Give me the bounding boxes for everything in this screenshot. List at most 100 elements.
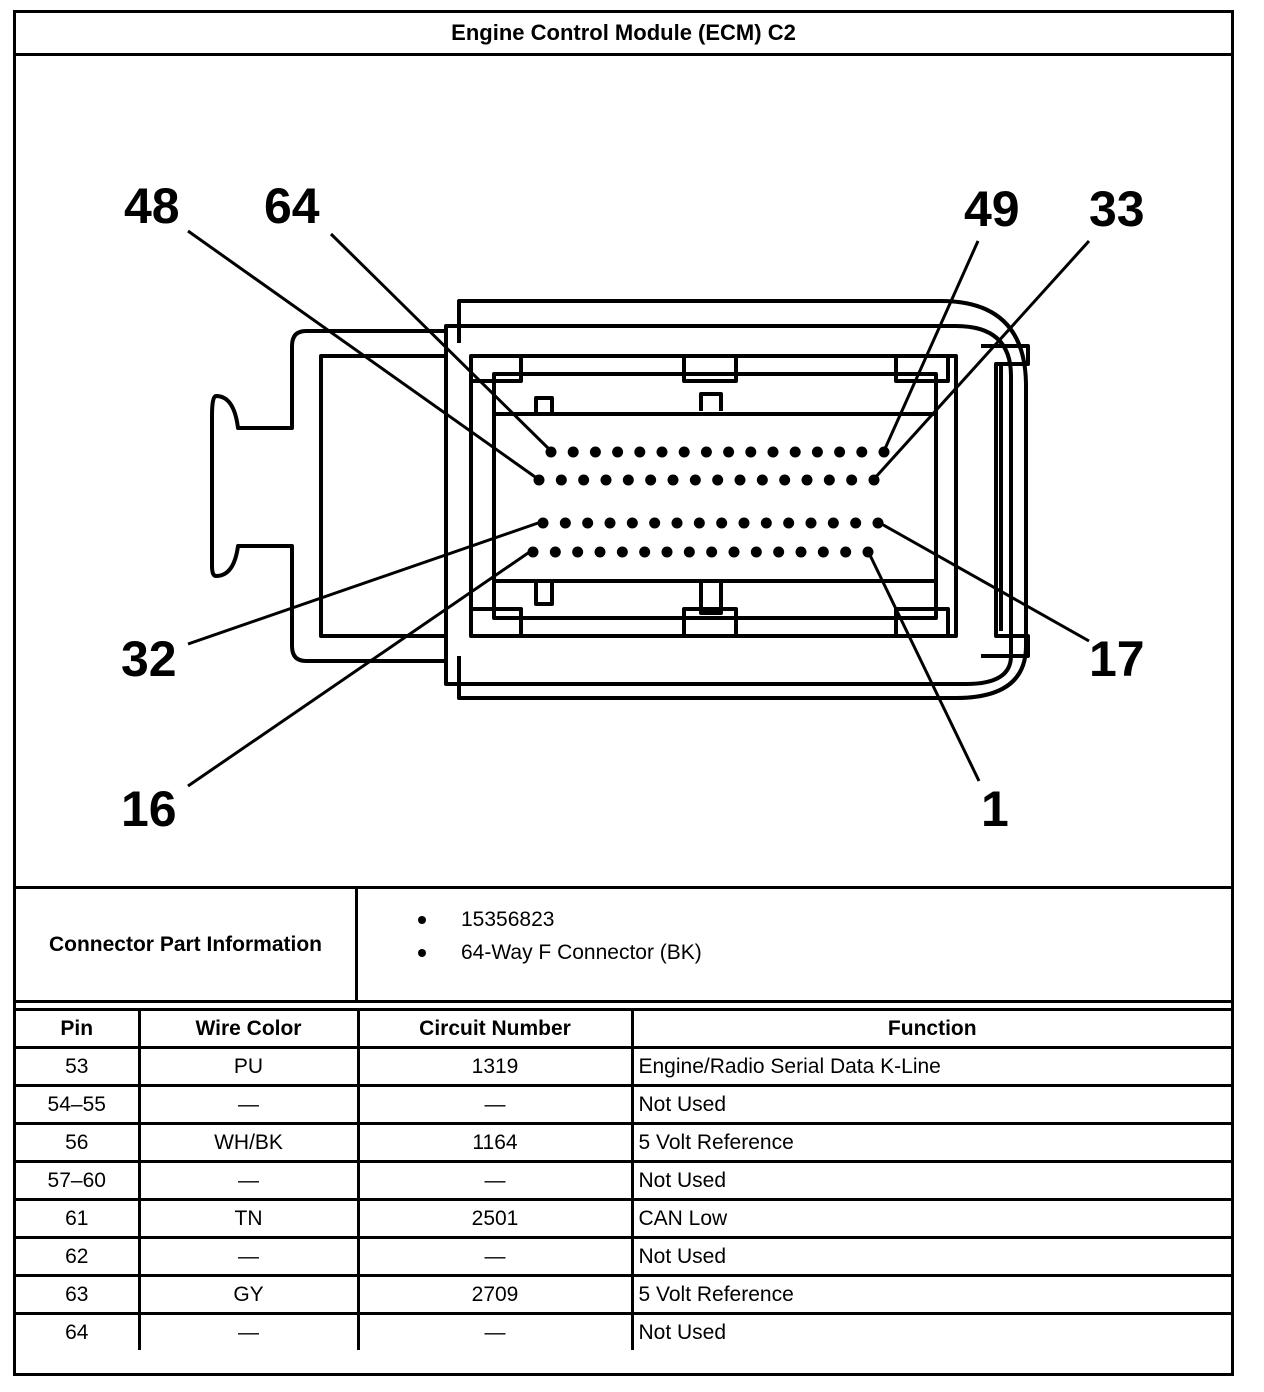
pin-dot	[578, 474, 590, 486]
table-row: 64——Not Used	[16, 1312, 1231, 1350]
callout-49: 49	[964, 181, 1020, 237]
pin-dot	[738, 517, 750, 529]
pin-dot	[716, 517, 728, 529]
cell-function: Not Used	[630, 1236, 1231, 1277]
cell-pin: 54–55	[16, 1084, 141, 1125]
pin-dot	[555, 474, 567, 486]
pin-array	[527, 446, 890, 558]
key-top-left	[534, 396, 554, 414]
pin-dot	[811, 446, 823, 458]
pin-dot	[856, 446, 868, 458]
cell-pin: 64	[16, 1312, 141, 1350]
column-header-pin: Pin	[16, 1008, 141, 1049]
cell-circuit-number: 2709	[356, 1274, 634, 1315]
pin-dot	[649, 517, 661, 529]
pin-dot	[678, 446, 690, 458]
part-number: 15356823	[461, 907, 555, 931]
list-item: 64-Way F Connector (BK)	[418, 936, 1231, 969]
cell-wire-color: —	[137, 1312, 360, 1350]
callout-48: 48	[124, 178, 180, 234]
pin-dot	[760, 517, 772, 529]
connector-sheet: Engine Control Module (ECM) C2	[13, 10, 1234, 1376]
list-item: 15356823	[418, 903, 1231, 936]
cell-pin: 62	[16, 1236, 141, 1277]
connector-part-info: Connector Part Information 15356823 64-W…	[16, 886, 1231, 1003]
key-top-mid	[699, 392, 723, 411]
latch-outline	[210, 329, 446, 663]
tab-top-left	[469, 356, 523, 383]
pin-dot	[589, 446, 601, 458]
leader-1	[866, 550, 981, 782]
pin-dot	[767, 446, 779, 458]
cell-wire-color: TN	[137, 1198, 360, 1239]
leader-16	[187, 549, 532, 788]
cell-function: Not Used	[630, 1312, 1231, 1350]
pin-dot	[527, 546, 539, 558]
connector-description: 64-Way F Connector (BK)	[461, 940, 702, 964]
callout-1: 1	[981, 781, 1009, 837]
pin-dot	[745, 446, 757, 458]
cell-pin: 56	[16, 1122, 141, 1163]
leader-33	[872, 239, 1091, 481]
pin-dot	[801, 474, 813, 486]
pin-dot	[616, 546, 628, 558]
cell-pin: 63	[16, 1274, 141, 1315]
pin-dot	[661, 546, 673, 558]
leader-lines	[187, 229, 1091, 788]
inner-wall	[469, 354, 958, 638]
pin-dot	[626, 517, 638, 529]
pin-dot	[537, 517, 549, 529]
bullet-icon	[418, 915, 426, 924]
pin-dot	[683, 546, 695, 558]
tab-bottom-mid	[682, 607, 738, 636]
connector-part-info-label: Connector Part Information	[16, 889, 358, 1000]
pin-dot	[700, 446, 712, 458]
pin-dot	[639, 546, 651, 558]
pin-dot	[604, 517, 616, 529]
pin-dot	[795, 546, 807, 558]
leader-32	[187, 520, 542, 646]
pin-dot	[549, 546, 561, 558]
pin-dot	[850, 517, 862, 529]
page-title: Engine Control Module (ECM) C2	[16, 13, 1231, 56]
leader-64	[329, 232, 553, 453]
cell-wire-color: —	[137, 1084, 360, 1125]
pin-dot	[750, 546, 762, 558]
column-header-circuit-number: Circuit Number	[356, 1008, 634, 1049]
latch-inner	[319, 354, 446, 638]
pin-dot	[840, 546, 852, 558]
connector-part-info-list: 15356823 64-Way F Connector (BK)	[358, 889, 1231, 1000]
column-header-wire-color: Wire Color	[137, 1008, 360, 1049]
pin-dot	[756, 474, 768, 486]
tab-top-right	[894, 356, 950, 383]
pin-dot	[846, 474, 858, 486]
cell-wire-color: GY	[137, 1274, 360, 1315]
bullet-icon	[418, 948, 426, 957]
table-header-row: Pin Wire Color Circuit Number Function	[16, 1008, 1231, 1049]
table-row: 62——Not Used	[16, 1236, 1231, 1277]
pin-dot	[779, 474, 791, 486]
pin-dot	[728, 546, 740, 558]
cell-circuit-number: 1319	[356, 1046, 634, 1087]
pin-dot	[823, 474, 835, 486]
callout-64: 64	[264, 178, 320, 234]
leader-49	[882, 240, 980, 452]
tab-top-mid	[682, 356, 738, 383]
cell-wire-color: —	[137, 1160, 360, 1201]
pin-dot	[878, 446, 890, 458]
callout-17: 17	[1089, 631, 1145, 687]
pin-dot	[693, 517, 705, 529]
cell-function: 5 Volt Reference	[630, 1274, 1231, 1315]
pin-dot	[622, 474, 634, 486]
cell-pin: 61	[16, 1198, 141, 1239]
cell-function: Not Used	[630, 1084, 1231, 1125]
cell-circuit-number: 1164	[356, 1122, 634, 1163]
pin-dot	[723, 446, 735, 458]
cell-function: Engine/Radio Serial Data K-Line	[630, 1046, 1231, 1087]
pin-dot	[567, 446, 579, 458]
pin-dot	[667, 474, 679, 486]
table-row: 54–55——Not Used	[16, 1084, 1231, 1125]
tab-bottom-left	[469, 607, 523, 636]
